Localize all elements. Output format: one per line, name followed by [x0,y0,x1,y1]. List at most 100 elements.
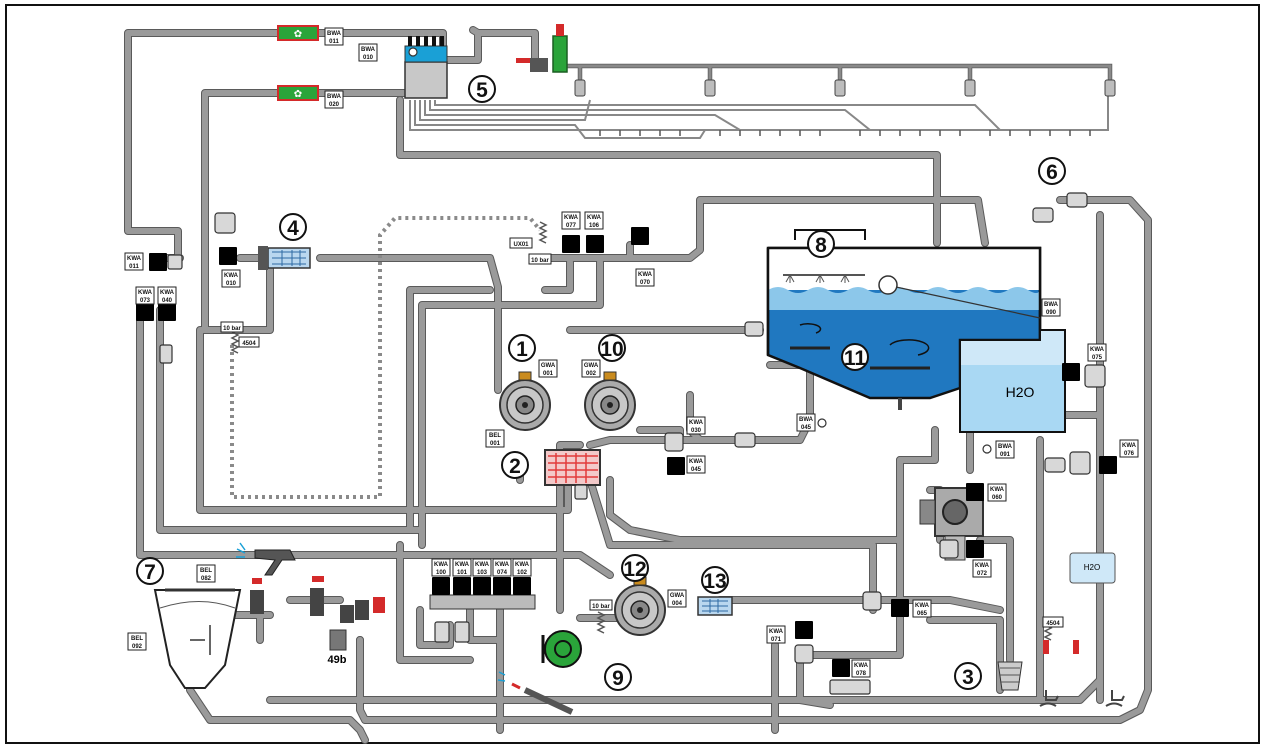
svg-text:011: 011 [129,264,139,270]
svg-text:101: 101 [457,570,468,576]
svg-text:KWA: KWA [564,215,579,221]
svg-text:082: 082 [201,576,212,582]
hand-wash-tank: H2O [1069,552,1116,584]
svg-text:✿: ✿ [294,89,302,100]
svg-text:KWA: KWA [990,487,1005,493]
svg-text:10: 10 [600,338,623,361]
check-valves [159,192,1106,695]
svg-text:BEL: BEL [131,636,143,642]
tag-bwa020: BWA 020 [324,90,344,109]
motor-kwa060 [966,483,984,502]
filter-13 [697,596,733,616]
svg-text:KWA: KWA [515,562,530,568]
svg-text:030: 030 [691,428,702,434]
svg-text:KWA: KWA [769,629,784,635]
callout-8: 8 [807,230,835,258]
motor-kwa071 [795,621,813,640]
flowmeter-bwa020: ✿ [277,85,319,101]
svg-text:11: 11 [844,347,867,370]
svg-text:073: 073 [140,298,151,304]
svg-text:9: 9 [612,667,624,690]
induction-valves [250,576,385,651]
gauge-icons [408,47,992,454]
motor-kwa075 [1062,363,1080,382]
svg-text:KWA: KWA [455,562,470,568]
valve-49b-label: 49b [328,654,347,666]
svg-text:KWA: KWA [854,663,869,669]
tag-kwa073: KWA 073 [135,286,155,305]
svg-text:002: 002 [586,371,597,377]
svg-text:BWA: BWA [1044,302,1059,308]
svg-text:BWA: BWA [361,47,376,53]
svg-text:040: 040 [162,298,173,304]
callouts: 1 2 3 4 5 6 7 8 9 10 11 12 13 [136,75,1066,691]
svg-text:10 bar: 10 bar [223,326,241,332]
motor-kwa103 [473,577,491,596]
svg-text:102: 102 [517,570,528,576]
svg-text:GWA: GWA [584,363,599,369]
pipe-network [124,26,1152,744]
motor-kwa045 [667,457,685,476]
tag-kwa011: KWA 011 [124,252,144,271]
svg-text:BWA: BWA [327,31,342,37]
valve-bank [429,594,536,610]
svg-text:UX01: UX01 [513,242,529,248]
svg-text:076: 076 [1124,451,1135,457]
tap-handles [1043,640,1079,654]
svg-text:075: 075 [1092,355,1103,361]
svg-text:10 bar: 10 bar [531,258,549,264]
svg-text:6: 6 [1046,161,1058,184]
svg-text:072: 072 [977,571,988,577]
svg-text:103: 103 [477,570,488,576]
motor-kwa072 [966,540,984,559]
pump-10 [584,371,636,431]
svg-text:✿: ✿ [294,29,302,40]
svg-text:KWA: KWA [127,256,142,262]
svg-text:BWA: BWA [799,417,814,423]
svg-text:KWA: KWA [138,290,153,296]
svg-text:100: 100 [436,570,447,576]
tag-10bar-a: 10 bar [528,253,552,265]
motor-kwa040 [158,303,176,322]
svg-text:4504: 4504 [242,341,256,347]
svg-text:106: 106 [589,223,600,229]
flowmeter-bwa011: ✿ [277,25,319,41]
svg-text:020: 020 [329,102,340,108]
callout-11: 11 [841,343,869,371]
motor-kwa010 [219,247,237,266]
pressure-tags: 10 bar 10 bar 10 bar [220,253,613,611]
callout-5: 5 [468,75,496,103]
svg-text:KWA: KWA [475,562,490,568]
callout-4: 4 [279,213,307,241]
tag-gwa002: GWA 002 [581,359,601,378]
tap-icon-right [1105,690,1125,707]
motor-kwa011 [149,253,167,272]
callout-10: 10 [598,334,626,362]
svg-text:KWA: KWA [638,272,653,278]
svg-text:010: 010 [226,281,237,287]
tag-kwa030: KWA 030 [686,416,706,435]
svg-text:KWA: KWA [689,420,704,426]
tap-icon-left [1039,690,1059,707]
svg-text:BWA: BWA [327,94,342,100]
svg-text:10 bar: 10 bar [592,604,610,610]
svg-text:5: 5 [476,79,488,102]
svg-text:074: 074 [497,570,508,576]
tag-4504-a: 4504 [238,336,260,348]
callout-7: 7 [136,557,164,585]
callout-1: 1 [508,334,536,362]
pump-1 [499,371,551,431]
motor-kwa078 [832,659,850,678]
svg-text:KWA: KWA [495,562,510,568]
